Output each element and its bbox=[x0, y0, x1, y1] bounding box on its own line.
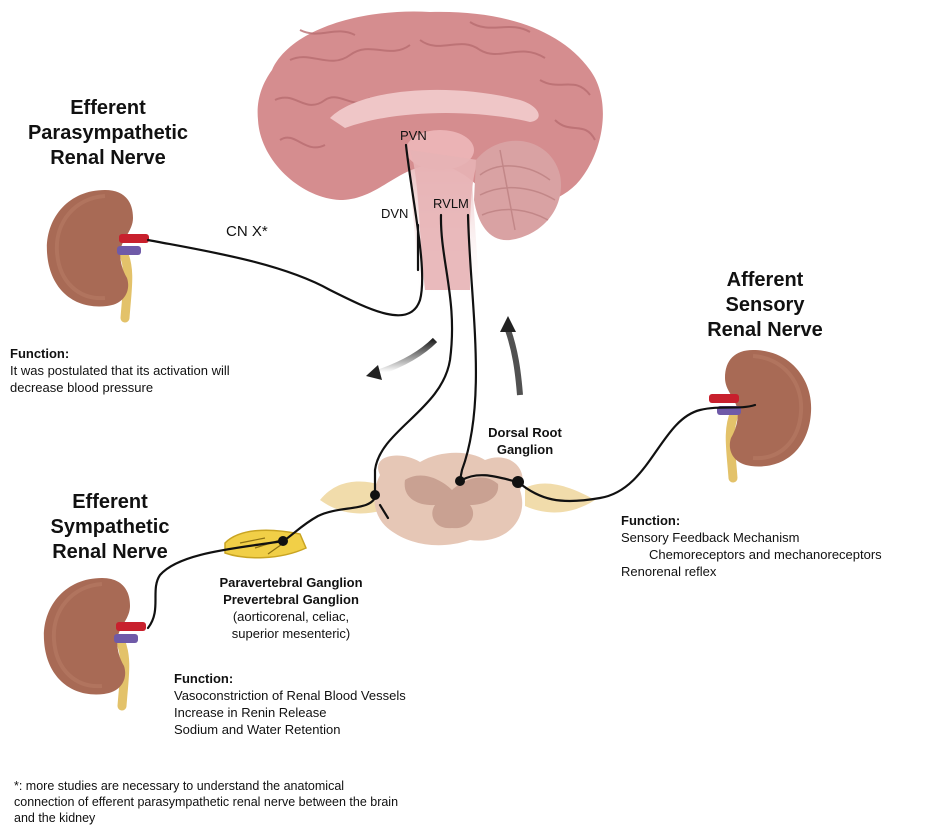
dvn-label: DVN bbox=[381, 206, 408, 221]
label-line: Prevertebral Ganglion bbox=[196, 591, 386, 608]
synapse-dot bbox=[278, 536, 288, 546]
title-line: Sympathetic bbox=[20, 515, 200, 540]
sensory-function: Function: Sensory Feedback Mechanism Che… bbox=[621, 512, 882, 580]
function-line: Chemoreceptors and mechanoreceptors bbox=[621, 546, 882, 563]
function-line: Sensory Feedback Mechanism bbox=[621, 529, 882, 546]
function-heading: Function: bbox=[621, 512, 882, 529]
footnote-line: and the kidney bbox=[14, 810, 398, 826]
rvlm-label: RVLM bbox=[433, 196, 469, 211]
ganglion-label: Paravertebral Ganglion Prevertebral Gang… bbox=[196, 574, 386, 642]
function-heading: Function: bbox=[174, 670, 406, 687]
kidney-sensory bbox=[709, 350, 811, 478]
sensory-title: Afferent Sensory Renal Nerve bbox=[690, 268, 840, 343]
brain-illustration bbox=[258, 12, 603, 300]
title-line: Renal Nerve bbox=[20, 540, 200, 565]
sympathetic-title: Efferent Sympathetic Renal Nerve bbox=[20, 490, 200, 565]
cerebellum-shape bbox=[474, 141, 561, 240]
function-heading: Function: bbox=[10, 345, 230, 362]
footnote-line: connection of efferent parasympathetic r… bbox=[14, 794, 398, 810]
footnote-line: *: more studies are necessary to underst… bbox=[14, 778, 398, 794]
function-line: Sodium and Water Retention bbox=[174, 721, 406, 738]
kidney-sympathetic bbox=[44, 578, 146, 706]
parasympathetic-title: Efferent Parasympathetic Renal Nerve bbox=[18, 96, 198, 171]
pvn-label: PVN bbox=[400, 128, 427, 143]
title-line: Efferent bbox=[20, 490, 200, 515]
descending-arrow bbox=[366, 340, 435, 380]
footnote: *: more studies are necessary to underst… bbox=[14, 778, 398, 826]
label-line: (aorticorenal, celiac, bbox=[196, 608, 386, 625]
label-line: superior mesenteric) bbox=[196, 625, 386, 642]
title-line: Renal Nerve bbox=[18, 146, 198, 171]
synapse-dot bbox=[370, 490, 380, 500]
title-line: Efferent bbox=[18, 96, 198, 121]
synapse-dot bbox=[512, 476, 524, 488]
sympathetic-function: Function: Vasoconstriction of Renal Bloo… bbox=[174, 670, 406, 738]
function-line: decrease blood pressure bbox=[10, 379, 230, 396]
cn-x-label: CN X* bbox=[226, 223, 268, 240]
title-line: Sensory bbox=[690, 293, 840, 318]
dorsal-root-ganglion-label: Dorsal Root Ganglion bbox=[470, 424, 580, 458]
parasympathetic-function: Function: It was postulated that its act… bbox=[10, 345, 230, 396]
function-line: Vasoconstriction of Renal Blood Vessels bbox=[174, 687, 406, 704]
label-line: Paravertebral Ganglion bbox=[196, 574, 386, 591]
title-line: Parasympathetic bbox=[18, 121, 198, 146]
ascending-arrow bbox=[500, 316, 520, 395]
label-line: Dorsal Root bbox=[470, 424, 580, 441]
function-line: Renorenal reflex bbox=[621, 563, 882, 580]
title-line: Renal Nerve bbox=[690, 318, 840, 343]
label-line: Ganglion bbox=[470, 441, 580, 458]
function-line: It was postulated that its activation wi… bbox=[10, 362, 230, 379]
function-line: Increase in Renin Release bbox=[174, 704, 406, 721]
title-line: Afferent bbox=[690, 268, 840, 293]
synapse-dot bbox=[455, 476, 465, 486]
kidney-parasympathetic bbox=[47, 190, 149, 318]
